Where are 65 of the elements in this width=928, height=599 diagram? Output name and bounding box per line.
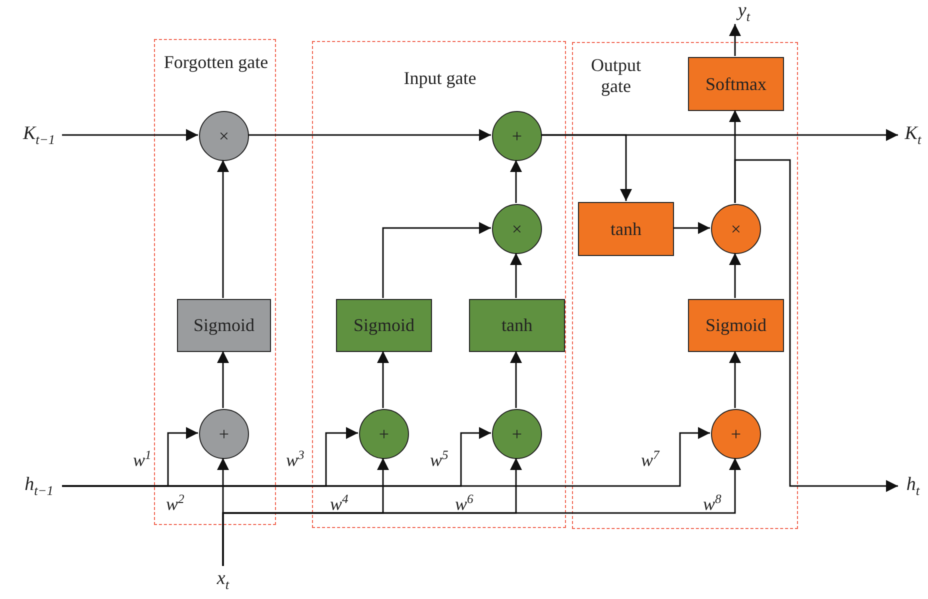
- weight-label: w$^{2}$: [166, 492, 184, 515]
- arrow: [248, 129, 491, 141]
- activation-box: [469, 299, 565, 352]
- operation-circle: [711, 409, 761, 459]
- function-name: Sigmoid: [193, 315, 254, 336]
- variable-label: x$_{t}$: [216, 568, 230, 592]
- weight-label: w$^{4}$: [330, 492, 348, 515]
- arrow: [510, 253, 522, 298]
- activation-box: [578, 202, 674, 256]
- activation-box: [688, 299, 784, 352]
- operator-symbol: +: [218, 424, 230, 444]
- weight-label: w$^{6}$: [455, 492, 474, 515]
- operation-circle: [711, 204, 761, 254]
- arrow: [673, 222, 710, 234]
- operation-circle: [492, 204, 542, 254]
- arrow: [222, 458, 741, 566]
- arrow: [217, 351, 229, 408]
- weight-label: w$^{7}$: [641, 448, 660, 471]
- arrow: [541, 134, 632, 201]
- operator-symbol: ×: [218, 126, 230, 146]
- arrow: [62, 129, 198, 141]
- arrow: [377, 351, 389, 408]
- operator-symbol: ×: [512, 218, 522, 240]
- gate-region: [154, 39, 276, 525]
- function-name: Sigmoid: [705, 315, 766, 336]
- weight-label: w$^{3}$: [286, 448, 304, 471]
- operator-symbol: +: [512, 126, 522, 146]
- activation-box: [177, 299, 271, 352]
- variable-label: h$_{t}$: [906, 474, 920, 498]
- arrow: [510, 351, 522, 408]
- arrow: [734, 159, 898, 492]
- function-name: tanh: [610, 218, 642, 240]
- operation-circle: [492, 409, 542, 459]
- function-name: Sigmoid: [353, 315, 414, 336]
- activation-box: [336, 299, 432, 352]
- weight-label: w$^{8}$: [703, 492, 722, 515]
- function-name: Softmax: [706, 74, 766, 94]
- arrow: [729, 253, 741, 298]
- operation-circle: [359, 409, 409, 459]
- variable-label: K$_{t}$: [904, 122, 922, 148]
- arrow: [729, 24, 741, 56]
- gate-region: [572, 42, 798, 529]
- arrow: [510, 160, 522, 203]
- activation-box: [688, 57, 784, 111]
- operation-circle: [492, 111, 542, 161]
- weight-label: w$^{5}$: [430, 448, 448, 471]
- operator-symbol: +: [512, 424, 522, 444]
- arrow: [62, 427, 710, 487]
- gate-region: [312, 41, 566, 528]
- weight-label: w$^{1}$: [133, 448, 152, 471]
- gate-title: Output gate: [590, 55, 642, 96]
- operation-circle: [199, 111, 249, 161]
- variable-label: y$_{t}$: [738, 0, 750, 24]
- variable-label: h$_{t−1}$: [24, 474, 54, 498]
- operator-symbol: ×: [730, 218, 742, 240]
- gate-title: Input gate: [402, 68, 478, 89]
- variable-label: K$_{t−1}$: [22, 122, 55, 148]
- arrow: [382, 222, 491, 298]
- operator-symbol: +: [730, 424, 742, 444]
- arrow: [729, 351, 741, 408]
- operation-circle: [199, 409, 249, 459]
- arrow: [217, 160, 229, 298]
- operator-symbol: +: [378, 424, 390, 444]
- function-name: tanh: [502, 315, 532, 336]
- gate-title: Forgotten gate: [162, 52, 270, 73]
